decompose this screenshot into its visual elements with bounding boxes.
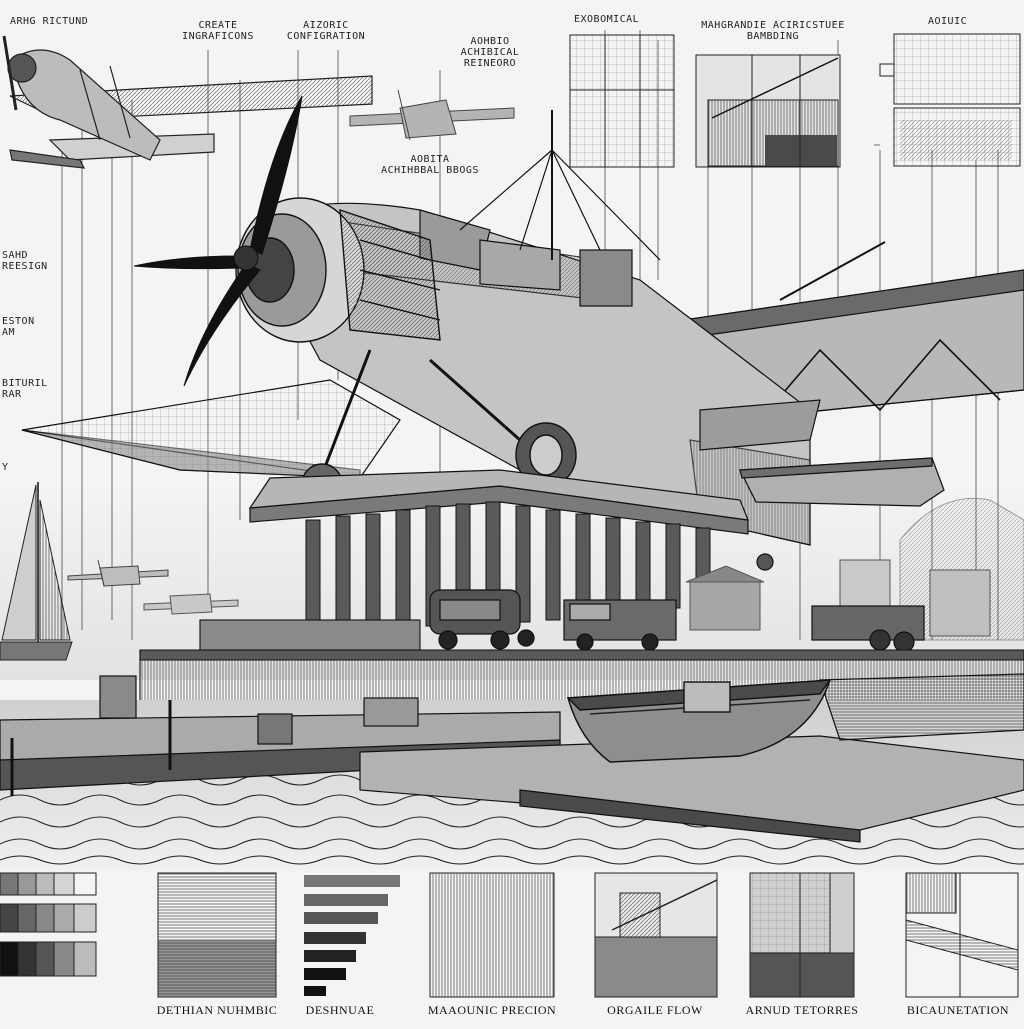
- caption-5: ARNUD TETORRES: [745, 1003, 859, 1017]
- label-bambding: MAHGRANDIE ACIRICSTUEE BAMBDING: [701, 20, 845, 42]
- label-side-1: SAHD REESIGN: [2, 250, 48, 272]
- dock-right: [359, 673, 1024, 843]
- label-exobomical: EXOBOMICAL: [574, 14, 640, 25]
- seaplane-lower-wing: [21, 379, 401, 479]
- caption-4: ORGAILE FLOW: [607, 1003, 703, 1017]
- vehicle-cart-right: [811, 605, 925, 653]
- distant-plane-2: [143, 593, 239, 615]
- label-side-2: ESTON AM: [2, 316, 35, 338]
- label-top-left: ARHG RICTUND: [10, 16, 89, 27]
- legend-flow: [594, 872, 718, 998]
- legend-hlines: [157, 872, 277, 998]
- seaplane-tail: [739, 457, 945, 507]
- caption-6: BICAUNETATION: [906, 1003, 1010, 1017]
- sailboat: [0, 482, 73, 661]
- propeller: [133, 95, 303, 387]
- legend-annotation: [905, 872, 1019, 998]
- legend-bars: [304, 875, 400, 996]
- label-configration: AIZORIC CONFIGRATION: [286, 20, 366, 42]
- pier-platform: [248, 469, 749, 535]
- vehicle-tank-truck: [429, 589, 535, 650]
- caption-1: DETHIAN NUHMBIC: [156, 1003, 278, 1017]
- label-side-3: BITURIL RAR: [2, 378, 48, 400]
- top-panel-grid-2: [879, 33, 1021, 167]
- label-achibical: AOHBIO ACHIBICAL REINEORO: [460, 36, 520, 69]
- legend-swatches: [0, 872, 97, 977]
- rowboat: [566, 679, 832, 763]
- caption-3: MAAOUNIC PRECION: [427, 1003, 557, 1017]
- label-create-ingraficons: CREATE INGRAFICONS: [182, 20, 254, 42]
- legend-textures: [749, 872, 855, 998]
- label-aoiuic: AOIUIC: [928, 16, 968, 27]
- biplane-top-left: [2, 35, 373, 169]
- label-side-4: Y: [2, 462, 9, 473]
- seaplane-engine: [235, 197, 441, 343]
- label-achihbbal: AOBITA ACHIHBBAL BBOGS: [381, 154, 479, 176]
- distant-plane-3: [349, 89, 515, 141]
- top-panel-grid-1: [569, 34, 675, 168]
- top-panel-diagram: [695, 54, 841, 168]
- distant-plane-1: [67, 559, 169, 587]
- caption-2: DESHNUAE: [305, 1003, 375, 1017]
- legend-vlines: [429, 872, 555, 998]
